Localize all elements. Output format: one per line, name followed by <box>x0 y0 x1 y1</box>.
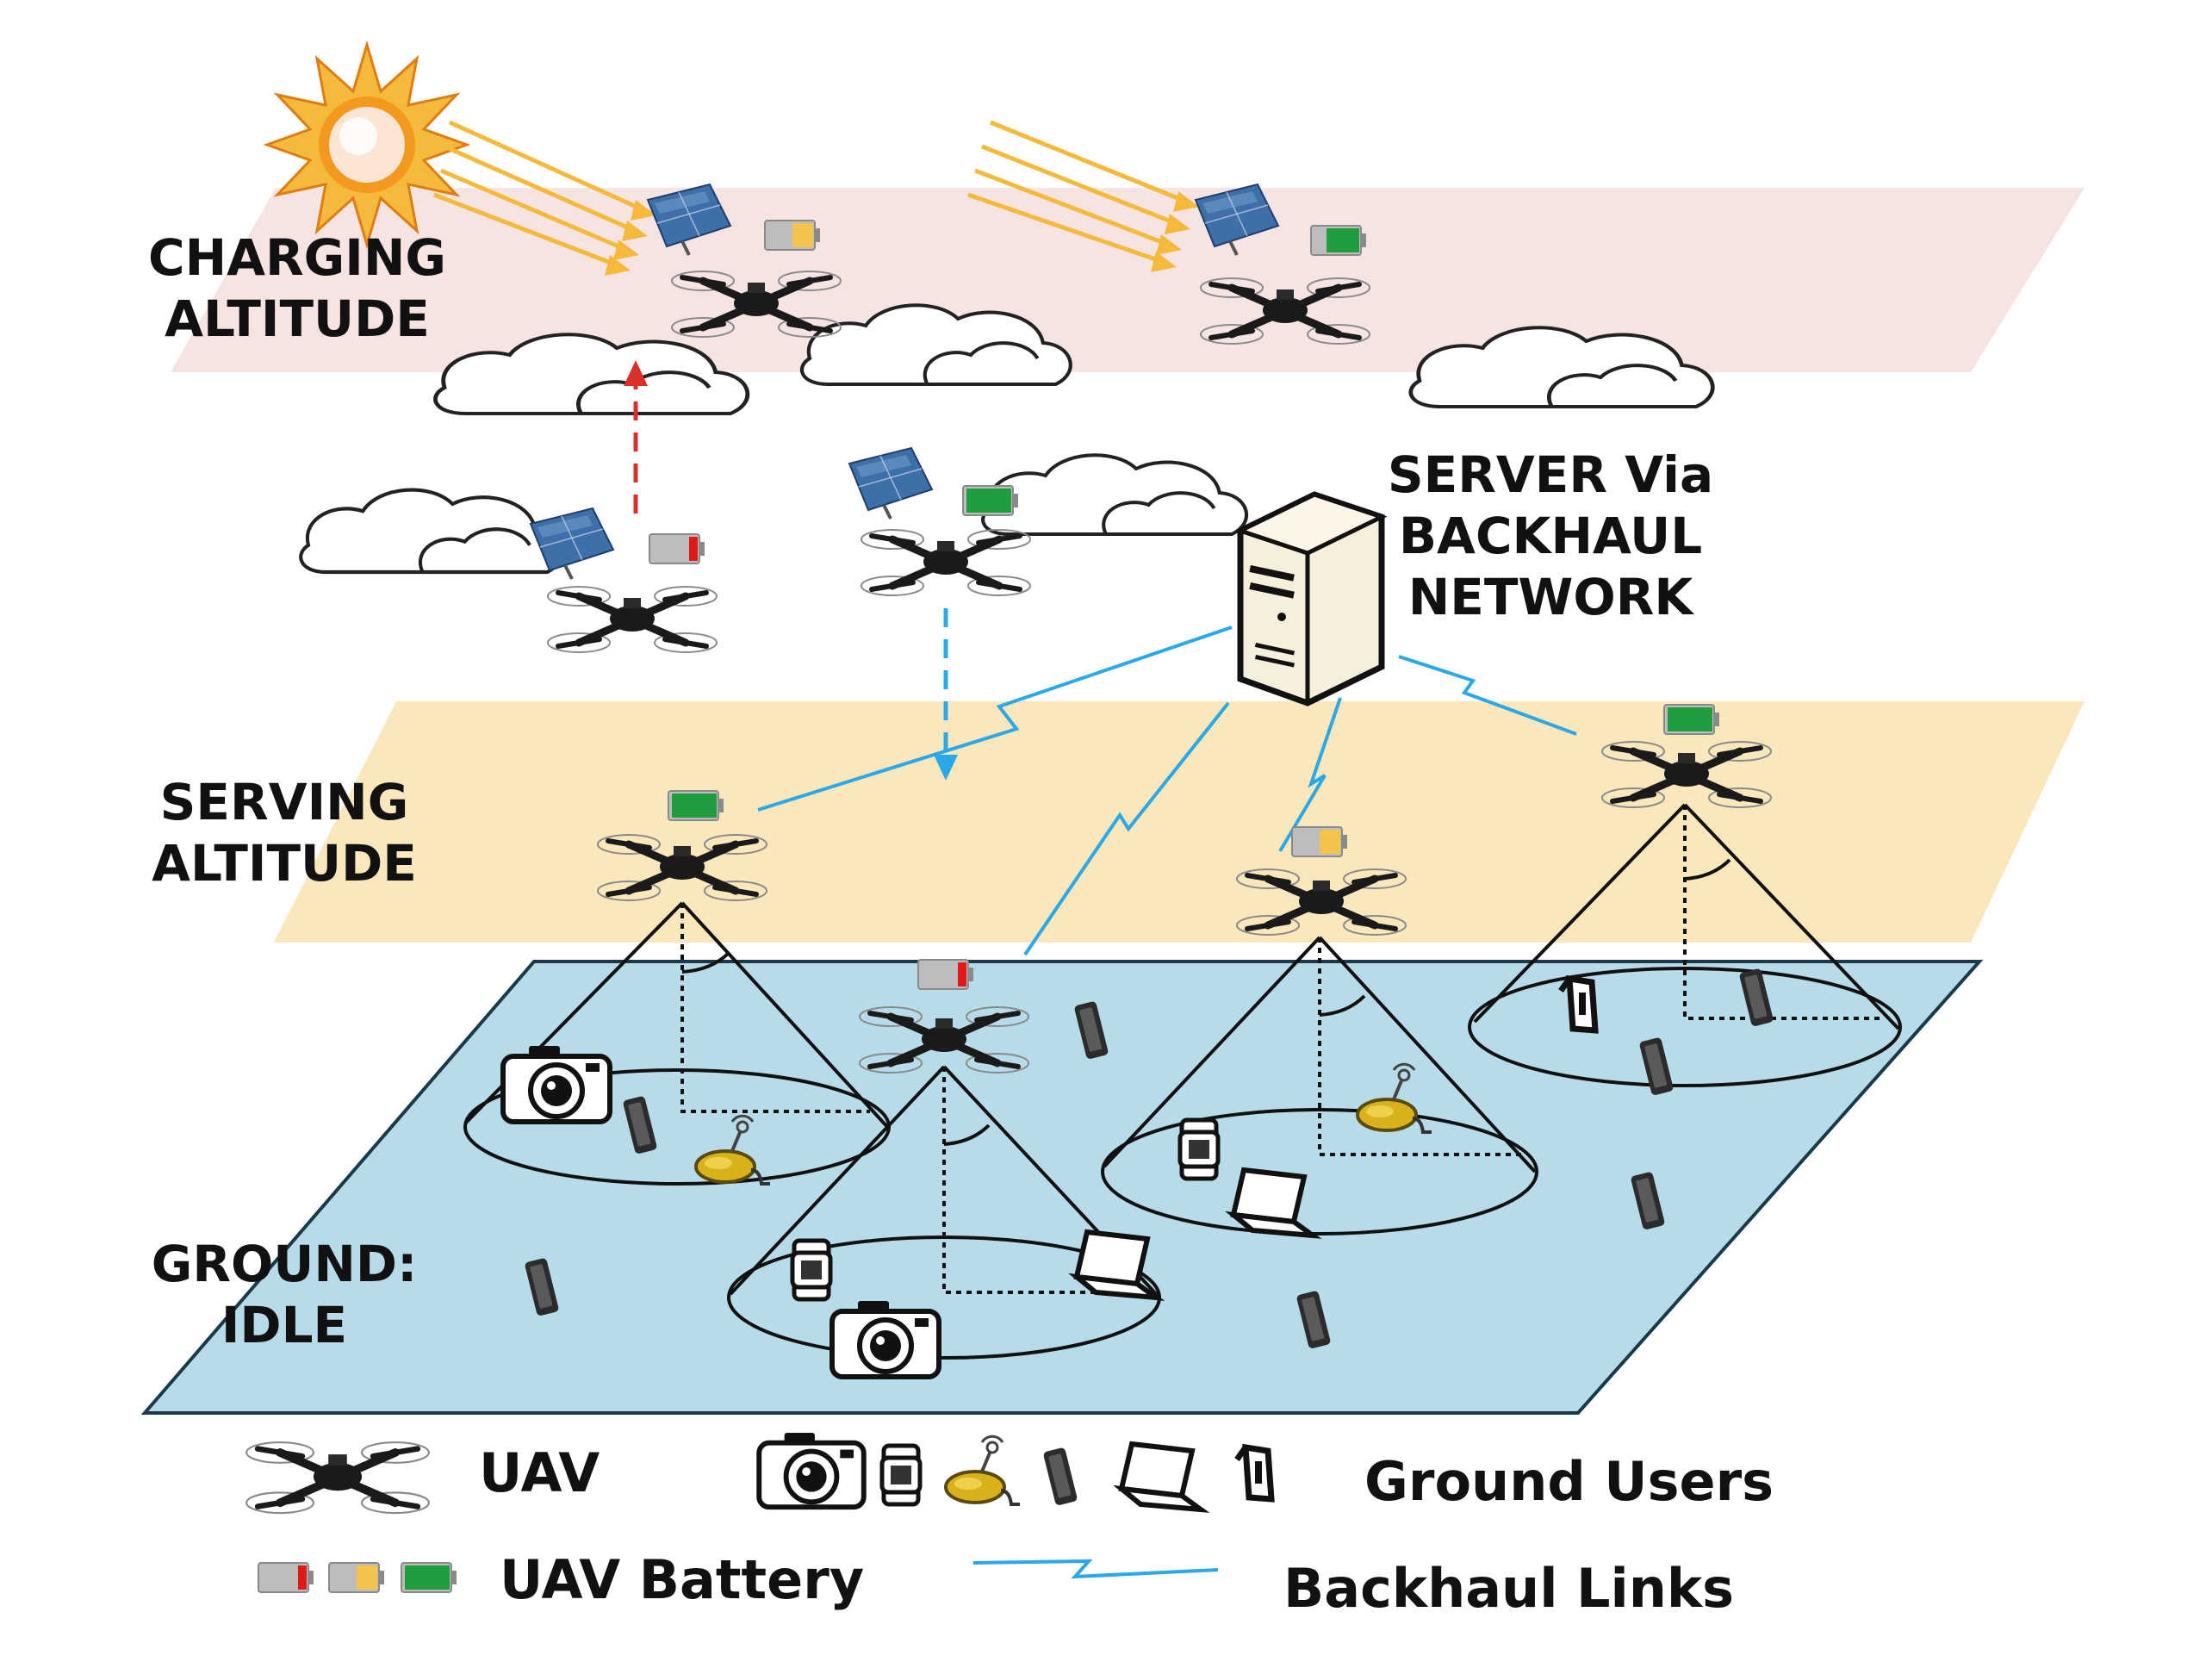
camera-icon <box>832 1301 939 1377</box>
sun-icon <box>263 40 471 250</box>
charging-altitude-label: CHARGING ALTITUDE <box>148 228 446 348</box>
battery-icon <box>668 790 724 821</box>
battery-icon <box>401 1562 457 1593</box>
legend <box>246 1433 1271 1593</box>
descend-arrowhead <box>934 755 958 781</box>
cloud-icon <box>301 490 562 572</box>
smartphone-icon <box>1042 1447 1078 1506</box>
uav-icon <box>861 530 1030 595</box>
solar-panel-icon <box>848 446 934 520</box>
camera-icon <box>503 1046 610 1122</box>
tablet-icon <box>1237 1447 1271 1499</box>
battery-icon <box>917 959 974 990</box>
smartwatch-icon <box>1180 1120 1218 1179</box>
legend-backhaul-links-label: Backhaul Links <box>1283 1557 1735 1620</box>
battery-icon <box>1310 225 1367 256</box>
ascend-arrowhead <box>624 360 648 386</box>
laptop-icon <box>1122 1444 1201 1509</box>
serving-altitude-band <box>274 701 2085 943</box>
battery-icon <box>649 533 705 564</box>
battery-icon <box>1291 826 1348 857</box>
battery-icon <box>328 1562 385 1593</box>
backhaul-link-sample <box>972 1559 1219 1579</box>
camera-icon <box>759 1433 864 1507</box>
coverage-cone <box>1101 936 1538 1235</box>
cloud-icon <box>983 455 1246 534</box>
smartwatch-icon <box>792 1241 830 1299</box>
sun-rays <box>433 120 1191 270</box>
smartwatch-icon <box>882 1446 920 1504</box>
legend-uav-battery-label: UAV Battery <box>500 1548 865 1611</box>
battery-icon <box>1663 704 1720 735</box>
legend-ground-users-label: Ground Users <box>1364 1450 1774 1513</box>
server-icon <box>1234 491 1388 706</box>
serving-altitude-label: SERVING ALTITUDE <box>152 773 417 893</box>
battery-icon <box>764 220 821 251</box>
battery-icon <box>258 1562 314 1593</box>
server-label: SERVER Via BACKHAUL NETWORK <box>1387 445 1714 626</box>
uav-icon <box>548 587 717 652</box>
sun-ray-arrowheads <box>605 191 1199 276</box>
ground-idle-label: GROUND: IDLE <box>151 1235 418 1354</box>
coverage-cone <box>1468 803 1902 1087</box>
camera-sensor-icon <box>944 1435 1022 1506</box>
backhaul-links <box>757 626 1577 956</box>
charging-altitude-band <box>171 188 2085 372</box>
battery-icon <box>962 485 1019 516</box>
uav-icon <box>246 1442 429 1513</box>
legend-uav-label: UAV <box>479 1441 600 1504</box>
